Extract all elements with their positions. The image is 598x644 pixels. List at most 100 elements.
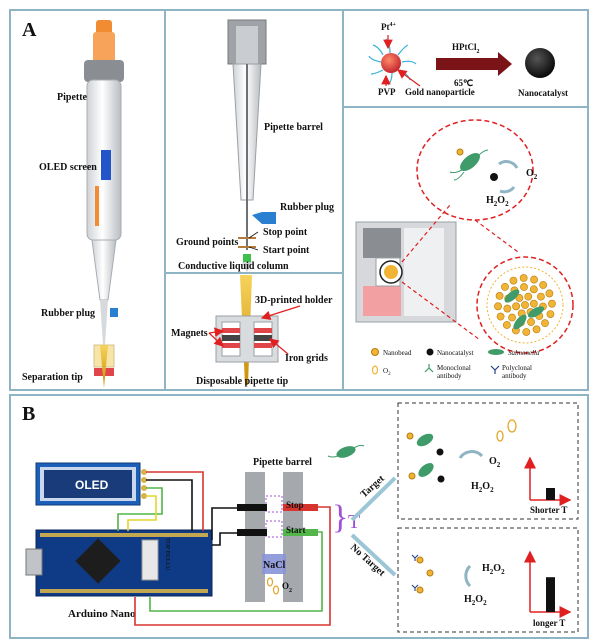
label-o2-b: O2 [282, 581, 292, 594]
label-separation-tip: Separation tip [22, 372, 83, 383]
no-target-arrow [350, 533, 397, 577]
oled-label: OLED [75, 478, 109, 492]
pointer-arrow [269, 338, 289, 355]
panel-b: B OLED TOP BULLU Arduino Nano [9, 394, 589, 639]
legend: Nanobead Nanocatalyst Salmonella O2 Mono… [371, 348, 540, 380]
leader [248, 231, 259, 239]
nanobead [530, 299, 538, 308]
label-nanocatalyst: Nanocatalyst [518, 88, 568, 98]
catalysis-arrow [498, 160, 519, 169]
legend-nanobead: Nanobead [383, 349, 412, 357]
legend-monoclonal-2: antibody [437, 372, 462, 380]
o2-bubble [496, 430, 504, 442]
pipette-illustration [84, 20, 124, 388]
label-disposable-tip: Disposable pipette tip [196, 376, 289, 387]
nanobead [545, 289, 554, 298]
legend-salmonella: Salmonella [508, 349, 540, 357]
zoom-line [474, 219, 519, 253]
arduino-board [25, 529, 213, 597]
label-stop: Stop [286, 500, 304, 510]
nanobead [496, 312, 505, 321]
label-pt-ion: Pt4+ [381, 22, 397, 32]
legend-polyclonal-2: antibody [502, 372, 527, 380]
pointer-arrow [208, 332, 224, 347]
label-pipette-barrel: Pipette barrel [264, 122, 323, 133]
nanobead [512, 302, 520, 311]
panel-letter-b: B [22, 403, 35, 425]
capture-ring [486, 266, 564, 344]
salmonella-bacterium [527, 306, 545, 318]
o2-bubble [507, 419, 517, 433]
label-h2o2-top: H2O2 [471, 481, 494, 494]
nanobead [524, 292, 533, 301]
reaction-arrow [436, 52, 512, 76]
result-bar [546, 577, 555, 612]
nanobead [541, 319, 549, 328]
legend-nanocatalyst-icon [426, 348, 434, 356]
oled-module [35, 462, 147, 506]
target-complexes [406, 432, 445, 483]
label-iron-grids: Iron grids [285, 353, 328, 364]
o2-bubble [266, 577, 274, 587]
legend-polyclonal-1: Polyclonal [502, 364, 532, 372]
catalysis-arrow [458, 450, 484, 459]
legend-salmonella-icon [488, 349, 504, 355]
pointer-arrow [260, 305, 301, 321]
nanobead [530, 275, 539, 284]
label-shorter-t: Shorter T [530, 505, 567, 515]
nanobead [519, 274, 528, 282]
nanobead [529, 285, 538, 294]
barrel-b [237, 472, 318, 602]
legend-nanobead-icon [371, 348, 379, 356]
pointer-arrow [397, 69, 421, 87]
legend-o2-icon [371, 365, 379, 375]
label-barrel-b: Pipette barrel [253, 457, 312, 468]
nanobead [548, 299, 556, 308]
nanobead [503, 304, 512, 313]
zoom-line [401, 204, 451, 263]
barrel-illustration [227, 19, 276, 272]
panel-letter-a: A [22, 19, 37, 41]
salmonella-bacterium [327, 444, 365, 458]
label-pvp: PVP [378, 87, 396, 97]
legend-o2: O2 [383, 367, 391, 377]
nanobead [502, 321, 511, 329]
legend-nanocatalyst: Nanocatalyst [437, 349, 474, 357]
label-temperature: 65℃ [454, 78, 473, 88]
leader [248, 246, 259, 251]
target-arrow [350, 476, 397, 522]
label-magnets: Magnets [171, 328, 208, 339]
label-o2-top: O2 [489, 456, 501, 469]
panel-a: A Pipette OLED screen Rubber plug Separa… [9, 9, 589, 391]
legend-polyclonal-icon [490, 365, 500, 374]
label-conductive-column: Conductive liquid column [178, 261, 289, 272]
nanobead [494, 302, 502, 311]
catalysis-arrow [464, 564, 472, 588]
result-bar [546, 488, 555, 500]
label-h2o2: H2O2 [486, 195, 509, 208]
label-ground-points: Ground points [176, 237, 238, 248]
holder-illustration [215, 275, 279, 385]
label-arduino: Arduino Nano [68, 608, 136, 620]
salmonella-bacterium [449, 149, 489, 181]
nanobead [522, 328, 531, 336]
label-start: Start [286, 525, 306, 535]
nanobead [537, 292, 545, 301]
label-h2o2-bottom-1: H2O2 [482, 563, 505, 576]
label-stop-point: Stop point [263, 227, 308, 238]
label-reagent: HPtCl2 [452, 42, 480, 55]
nanobead [546, 310, 555, 319]
nanobead [509, 276, 518, 285]
nanobead [527, 318, 535, 326]
o2-bubble [272, 585, 280, 595]
nanobead [501, 282, 509, 291]
label-longer-t: longer T [533, 618, 565, 628]
legend-monoclonal-icon [424, 364, 434, 373]
label-o2: O2 [526, 168, 538, 181]
wires [117, 471, 331, 626]
nanobead [520, 283, 528, 291]
nanobead-cluster [494, 274, 556, 336]
label-nacl: NaCl [263, 560, 285, 571]
salmonella-bacterium [513, 314, 527, 330]
label-gold-nanoparticle: Gold nanoparticle [405, 87, 475, 97]
